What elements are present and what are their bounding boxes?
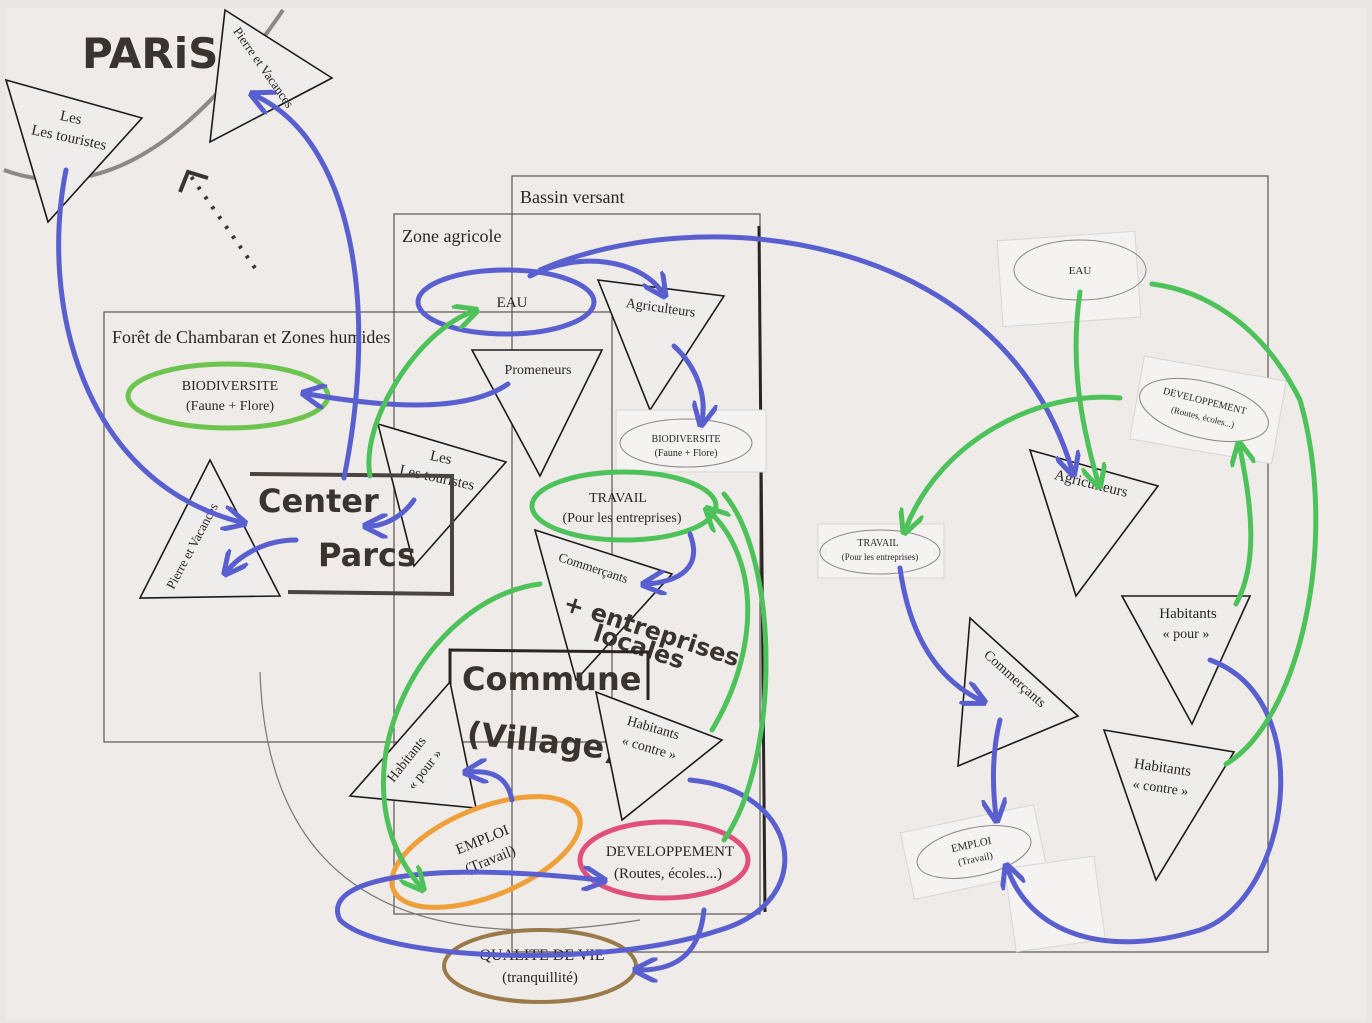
- zone-agricole: [393, 213, 761, 915]
- r-eau-label: EAU: [1069, 265, 1092, 277]
- arrow-r-hab-contre-to-eau: [1149, 281, 1319, 767]
- qualite-line2: (tranquillité): [502, 970, 578, 986]
- center-parcs-box: [249, 472, 454, 597]
- dev-line1: DEVELOPPEMENT: [606, 844, 734, 860]
- arrow-center-to-eau: [366, 312, 472, 479]
- arrow-center-to-paris-pierre: [256, 96, 362, 481]
- zone-agricole-label: Zone agricole: [402, 226, 501, 246]
- arrow-emploi-to-hab-pour: [470, 772, 515, 803]
- arrow-dev-to-travail: [721, 491, 769, 843]
- center-label: Center: [258, 482, 379, 520]
- paris-touristes-triangle: [4, 78, 144, 224]
- developpement-ellipse: [577, 819, 751, 901]
- commercants-triangle: [533, 528, 674, 682]
- paris-arrow-head: [178, 169, 209, 193]
- arrow-dev-to-qualite: [640, 907, 707, 970]
- commune-box: [448, 648, 650, 700]
- arrow-promeneurs-to-biodiversite: [308, 381, 511, 405]
- arrow-hab-contre-to-travail: [710, 512, 751, 733]
- r-travail-line1: TRAVAIL: [857, 538, 898, 549]
- r-travail-ellipse: [819, 529, 941, 575]
- parcs-label: Parcs: [318, 536, 416, 574]
- arrow-r-eau-to-agriculteurs: [1073, 289, 1098, 482]
- arrow-r-dev-to-travail: [906, 394, 1123, 528]
- divider-line: [757, 225, 767, 913]
- hab-contre-triangle: [594, 690, 724, 822]
- arrow-r-hab-pour-to-emploi: [1008, 657, 1284, 945]
- r-hab-contre-line1: Habitants: [1133, 756, 1192, 780]
- eau-label: EAU: [497, 295, 528, 311]
- r-hab-pour-line1: Habitants: [1159, 606, 1217, 622]
- r-dev-ellipse: [1139, 377, 1269, 443]
- eau-ellipse: [415, 267, 597, 337]
- biodiversite-line2: (Faune + Flore): [186, 399, 274, 414]
- arrow-hab-contre-loop-dev: [335, 777, 788, 958]
- biodiv-small-ellipse: [619, 418, 753, 468]
- biodiv-small-line1: BIODIVERSITE: [652, 434, 721, 445]
- touristes-triangle: [376, 422, 508, 568]
- biodiversite-line1: BIODIVERSITE: [182, 379, 278, 394]
- blue-arrows: [56, 96, 1284, 970]
- dev-line2: (Routes, écoles...): [614, 866, 722, 882]
- touristes-line1: Les: [429, 448, 454, 468]
- arrow-travail-to-commercants: [648, 531, 697, 584]
- r-dev-paper: [1129, 355, 1287, 465]
- commune-label: Commune: [462, 660, 641, 698]
- arrow-r-commercants-to-emploi: [994, 717, 1001, 816]
- bassin-versant-label: Bassin versant: [520, 187, 624, 207]
- arrow-r-travail-to-commercants: [897, 565, 980, 700]
- travail-line1: TRAVAIL: [589, 491, 647, 506]
- arrow-paris-tourists-to-pierre: [56, 167, 240, 522]
- emploi-ellipse: [389, 794, 583, 910]
- r-travail-paper: [817, 523, 945, 579]
- green-arrows: [366, 281, 1319, 886]
- promeneurs-label: Promeneurs: [505, 363, 572, 378]
- foret-label: Forêt de Chambaran et Zones humides: [112, 327, 390, 347]
- arrow-center-to-pierre: [228, 537, 299, 570]
- bassin-versant-zone: [511, 175, 1269, 953]
- r-travail-line2: (Pour les entreprises): [842, 552, 918, 562]
- paris-label: PARiS: [82, 29, 218, 78]
- r-hab-pour-line2: « pour »: [1163, 627, 1210, 642]
- arrow-eau-to-r-agriculteurs: [537, 234, 1072, 470]
- r-hab-contre-triangle: [1102, 728, 1236, 882]
- biodiv-small-line2: (Faune + Flore): [655, 448, 718, 459]
- arrow-touristes-to-center: [370, 497, 417, 526]
- arrow-agriculteurs-to-biodiv: [671, 343, 703, 420]
- travail-line2: (Pour les entreprises): [563, 511, 682, 526]
- paris-touristes-line1: Les: [59, 108, 84, 128]
- arrow-r-hab-pour-to-dev: [1236, 448, 1251, 607]
- r-hab-pour-triangle: [1120, 595, 1252, 726]
- r-emploi-tab: [1004, 855, 1106, 953]
- r-eau-paper: [996, 230, 1142, 328]
- r-emploi-ellipse: [916, 825, 1032, 879]
- arrow-commercants-to-emploi: [380, 581, 543, 886]
- promeneurs-triangle: [470, 349, 604, 478]
